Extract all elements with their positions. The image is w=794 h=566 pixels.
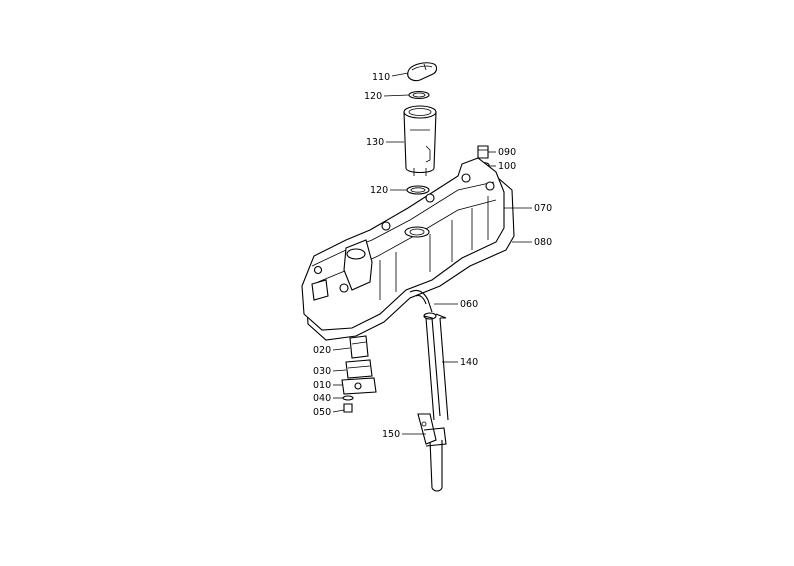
callout-060: 060 (460, 299, 478, 310)
breather-valve-assembly (341, 335, 377, 413)
callout-070: 070 (534, 203, 552, 214)
callout-020: 020 (313, 345, 331, 356)
callout-labels: 110 120 130 120 090 100 070 080 060 140 … (313, 72, 552, 440)
breather-pipe (423, 313, 449, 492)
callout-130: 130 (366, 137, 384, 148)
breather-hose (409, 289, 437, 320)
callout-090: 090 (498, 147, 516, 158)
head-cover (301, 157, 515, 341)
callout-100: 100 (498, 161, 516, 172)
oil-filler-cap (407, 62, 438, 82)
callout-120-upper: 120 (364, 91, 382, 102)
callout-010: 010 (313, 380, 331, 391)
callout-030: 030 (313, 366, 331, 377)
callout-080: 080 (534, 237, 552, 248)
cover-bolt (477, 145, 489, 159)
o-ring-lower (406, 185, 430, 195)
callout-110: 110 (372, 72, 390, 83)
callout-120-lower: 120 (370, 185, 388, 196)
callout-050: 050 (313, 407, 331, 418)
callout-040: 040 (313, 393, 331, 404)
callout-150: 150 (382, 429, 400, 440)
filler-pipe (403, 105, 437, 176)
callout-140: 140 (460, 357, 478, 368)
leader-lines (332, 72, 532, 435)
o-ring-upper (408, 90, 430, 100)
